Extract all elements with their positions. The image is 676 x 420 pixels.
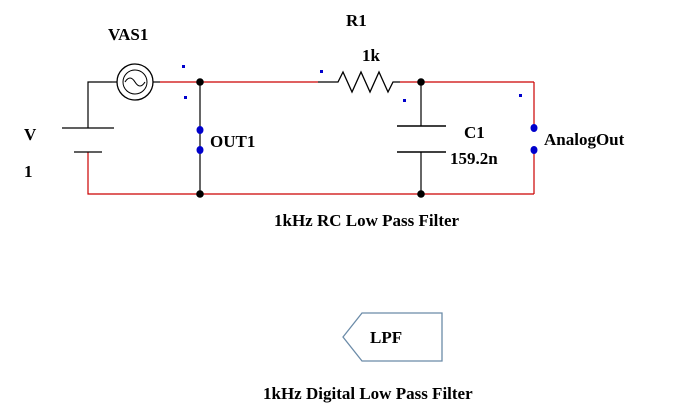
out1-probe[interactable]: [196, 126, 204, 154]
capacitor-value: 159.2n: [450, 149, 498, 168]
wire-battery-top: [87, 81, 112, 128]
junction-node: [417, 78, 425, 86]
capacitor-name: C1: [464, 123, 485, 142]
junction-node: [417, 190, 425, 198]
out1-label: OUT1: [210, 132, 255, 151]
analogout-probe[interactable]: [530, 124, 538, 154]
capacitor-symbol[interactable]: [397, 125, 446, 153]
resistor-symbol[interactable]: [318, 70, 400, 94]
resistor-name: R1: [346, 11, 367, 30]
lpf-block-label: LPF: [370, 328, 402, 347]
analogout-label: AnalogOut: [544, 130, 625, 149]
junction-node: [196, 190, 204, 198]
ac-source-name: VAS1: [108, 25, 148, 44]
source-pin-dot: [182, 65, 185, 68]
source-pin-dot: [184, 96, 187, 99]
resistor-value: 1k: [362, 46, 381, 65]
battery-value: 1: [24, 162, 33, 181]
digital-filter-caption: 1kHz Digital Low Pass Filter: [263, 384, 473, 403]
battery-symbol[interactable]: [62, 127, 114, 153]
analogout-pin-dot: [519, 94, 522, 97]
junction-nodes: [196, 78, 425, 198]
rc-filter-caption: 1kHz RC Low Pass Filter: [274, 211, 460, 230]
battery-name: V: [24, 125, 37, 144]
wire-battery-bottom: [87, 152, 200, 195]
ac-source-symbol[interactable]: [112, 63, 160, 101]
junction-node: [196, 78, 204, 86]
resistor-pin-dot: [320, 70, 323, 73]
lpf-block[interactable]: [342, 312, 443, 362]
resistor-pin-dot: [403, 99, 406, 102]
